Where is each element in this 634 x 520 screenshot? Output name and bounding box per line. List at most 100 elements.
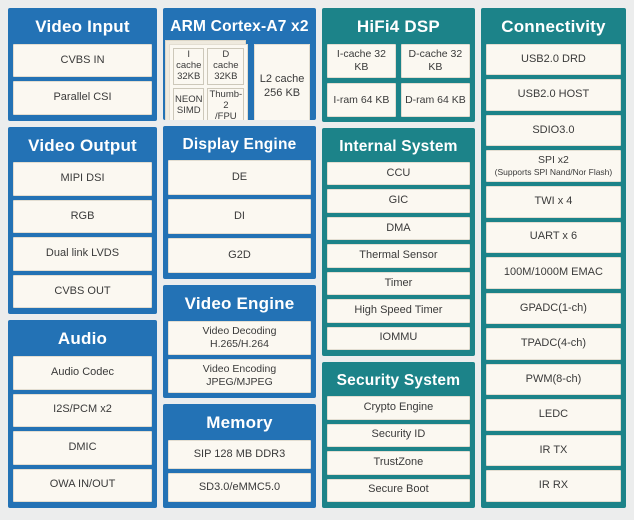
cell-line: PWM(8-ch) — [525, 372, 582, 385]
cell-line: I-ram 64 KB — [333, 93, 390, 106]
cell-line: D cache — [213, 49, 239, 71]
cell-line: USB2.0 DRD — [521, 52, 586, 65]
block-cell[interactable]: SIP 128 MB DDR3 — [168, 440, 311, 470]
cell-line: G2D — [228, 248, 251, 261]
cell-line: OWA IN/OUT — [49, 478, 116, 491]
block-cell[interactable]: UART x 6 — [485, 221, 621, 254]
block-cell[interactable]: CVBS IN — [13, 43, 153, 78]
block-cell[interactable]: DI — [168, 199, 311, 235]
block-title: Audio — [57, 329, 108, 349]
block-cell[interactable]: SD3.0/eMMC5.0 — [168, 473, 311, 502]
cell-line: Thumb-2 — [209, 88, 243, 111]
cell-line: Thermal Sensor — [359, 249, 438, 262]
cell-line: DMA — [386, 221, 411, 234]
block-cell[interactable]: Timer — [326, 271, 470, 296]
block-cell[interactable]: TWI x 4 — [485, 185, 621, 218]
block-cell[interactable]: TrustZone — [326, 451, 470, 475]
block-cell[interactable]: D-ram 64 KB — [400, 82, 470, 118]
block-cell[interactable]: PWM(8-ch) — [485, 363, 621, 396]
cell-line: 100M/1000M EMAC — [503, 265, 603, 278]
block-cell[interactable]: I2S/PCM x2 — [13, 393, 153, 428]
cell-line: IOMMU — [379, 331, 418, 344]
block-title: Connectivity — [501, 17, 606, 36]
block-cell[interactable]: LEDC — [485, 399, 621, 431]
block-cell[interactable]: Audio Codec — [13, 356, 153, 390]
block-cell[interactable]: OWA IN/OUT — [13, 468, 153, 503]
block-cell[interactable]: 100M/1000M EMAC — [485, 257, 621, 289]
cell-line: RGB — [70, 209, 95, 222]
block-cell[interactable]: Thermal Sensor — [326, 244, 470, 268]
cell-line: GIC — [388, 194, 409, 207]
cell-line: Video Decoding — [202, 324, 277, 337]
block-cell[interactable]: IR TX — [485, 434, 621, 467]
block-cell[interactable]: RGB — [13, 199, 153, 234]
block-cell[interactable]: D-cache 32 KB — [400, 43, 470, 78]
block-cell[interactable]: DMIC — [13, 431, 153, 465]
cell-line: DMIC — [68, 440, 97, 453]
block-title: Video Engine — [184, 294, 295, 314]
core-unit[interactable]: Thumb-2/FPU — [207, 87, 245, 121]
cell-line: Secure Boot — [368, 483, 429, 496]
block-cell[interactable]: G2D — [168, 238, 311, 274]
cell-line: 32KB — [214, 70, 238, 82]
block-cell[interactable]: Secure Boot — [326, 478, 470, 502]
block-cell[interactable]: IR RX — [485, 470, 621, 502]
block-cell[interactable]: I-ram 64 KB — [326, 82, 396, 118]
block-cell[interactable]: GPADC(1-ch) — [485, 292, 621, 325]
block-cell[interactable]: USB2.0 HOST — [485, 79, 621, 111]
block-cell[interactable]: CVBS OUT — [13, 274, 153, 309]
column-3: HiFi4 DSP I-cache 32 KB D-cache 32 KB I-ram… — [321, 8, 475, 508]
cell-line: /FPU — [215, 110, 237, 121]
cell-line: H.265/H.264 — [209, 337, 269, 350]
block-cell[interactable]: CCU — [326, 162, 470, 186]
cell-line: IR RX — [538, 479, 569, 492]
block-cell[interactable]: Security ID — [326, 423, 470, 448]
block-cell[interactable]: USB2.0 DRD — [485, 43, 621, 76]
block-cell[interactable]: DE — [168, 160, 311, 196]
cell-line: JPEG/MJPEG — [206, 376, 273, 389]
cell-line: SPI x2 — [537, 154, 569, 167]
block-cell[interactable]: Crypto Engine — [326, 396, 470, 420]
block-cell[interactable]: GIC — [326, 189, 470, 213]
cell-line: Security ID — [371, 428, 426, 441]
cell-line: CCU — [386, 166, 411, 179]
block-cell[interactable]: TPADC(4-ch) — [485, 328, 621, 360]
block-cell[interactable]: High Speed Timer — [326, 299, 470, 323]
cell-line: Video Encoding — [202, 363, 277, 376]
block-cell[interactable]: I-cache 32 KB — [326, 43, 396, 78]
block-title: HiFi4 DSP — [356, 17, 440, 36]
cell-line: SIP 128 MB DDR3 — [193, 447, 286, 460]
block-cell[interactable]: SPI x2(Supports SPI Nand/Nor Flash) — [485, 150, 621, 182]
block-hifi4-dsp[interactable]: HiFi4 DSP I-cache 32 KB D-cache 32 KB I-ram… — [321, 8, 475, 122]
cell-line: DE — [231, 170, 248, 183]
block-cell[interactable]: MIPI DSI — [13, 162, 153, 196]
block-cell[interactable]: SDIO3.0 — [485, 114, 621, 147]
cell-line: TrustZone — [373, 455, 424, 468]
block-cell[interactable]: Parallel CSI — [13, 81, 153, 115]
block-cell[interactable]: Dual link LVDS — [13, 237, 153, 271]
block-cell[interactable]: IOMMU — [326, 326, 470, 350]
cell-line: D-cache 32 KB — [408, 47, 463, 73]
block-cell[interactable]: DMA — [326, 216, 470, 241]
